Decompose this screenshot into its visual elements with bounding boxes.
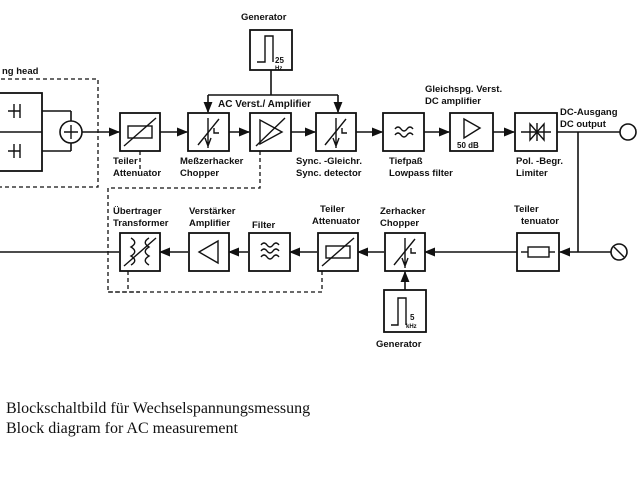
sync-detector-de: Sync. -Gleichr.	[296, 156, 362, 167]
mechanical-linkage	[107, 151, 323, 293]
transformer: Übertrager Transformer	[113, 206, 169, 272]
sync-detector-en: Sync. detector	[296, 168, 362, 179]
transformer-de: Übertrager	[113, 206, 162, 217]
attenuator-3-de: Teiler	[514, 204, 539, 215]
lowpass-de: Tiefpaß	[389, 156, 423, 167]
attenuator-2-en: Attenuator	[312, 216, 360, 227]
dc-output-en: DC output	[560, 119, 607, 130]
lowpass-filter: Tiefpaß Lowpass filter	[382, 112, 453, 179]
generator-top-label: Generator	[241, 12, 287, 23]
dc-output: DC-Ausgang DC output	[560, 107, 618, 130]
ac-amplifier-label: AC Verst./ Amplifier	[218, 99, 311, 110]
chopper-2-de: Zerhacker	[380, 206, 426, 217]
generator-top-unit: Hz	[275, 66, 282, 72]
measuring-head: ng head	[0, 66, 99, 188]
top-signal-path	[82, 123, 637, 141]
polarity-limiter: Pol. -Begr. Limiter	[514, 112, 563, 179]
generator-25hz: Generator 25 Hz AC Verst./ Amplifier	[203, 12, 343, 114]
attenuator-3-en: tenuator	[521, 216, 559, 227]
amplifier-2-en: Amplifier	[189, 218, 230, 229]
ac-amplifier	[249, 112, 292, 152]
head-label: ng head	[2, 66, 39, 77]
attenuator-1: Teiler Attenuator	[113, 112, 161, 179]
lowpass-en: Lowpass filter	[389, 168, 453, 179]
attenuator-2-de: Teiler	[320, 204, 345, 215]
limiter-en: Limiter	[516, 168, 548, 179]
attenuator-1-en: Attenuator	[113, 168, 161, 179]
attenuator-2: Teiler Attenuator	[312, 204, 360, 272]
transformer-en: Transformer	[113, 218, 169, 229]
generator-bottom-label: Generator	[376, 339, 422, 350]
amplifier-2: Verstärker Amplifier	[188, 206, 236, 272]
generator-top-freq: 25	[275, 56, 284, 65]
caption-de: Blockschaltbild für Wechselspannungsmess…	[6, 400, 310, 417]
caption-en: Block diagram for AC measurement	[6, 420, 238, 437]
dc-amplifier-en: DC amplifier	[425, 96, 481, 107]
chopper-1: Meßzerhacker Chopper	[180, 112, 244, 179]
chopper-1-en: Chopper	[180, 168, 219, 179]
dc-amplifier: Gleichspg. Verst. DC amplifier 50 dB	[425, 84, 502, 152]
generator-bottom-unit: kHz	[406, 324, 417, 330]
chopper-2: Zerhacker Chopper	[380, 206, 426, 272]
sync-detector: Sync. -Gleichr. Sync. detector	[296, 112, 362, 179]
amplifier-2-de: Verstärker	[189, 206, 236, 217]
dc-output-terminal	[619, 123, 637, 141]
generator-5khz: 5 kHz Generator	[376, 270, 427, 350]
caption: Blockschaltbild für Wechselspannungsmess…	[6, 400, 310, 437]
feedback-path	[558, 132, 628, 261]
chopper-1-de: Meßzerhacker	[180, 156, 244, 167]
dc-amplifier-de: Gleichspg. Verst.	[425, 84, 502, 95]
dc-gain-label: 50 dB	[457, 141, 479, 150]
dc-output-de: DC-Ausgang	[560, 107, 618, 118]
filter-label: Filter	[252, 220, 276, 231]
chopper-2-en: Chopper	[380, 218, 419, 229]
limiter-de: Pol. -Begr.	[516, 156, 563, 167]
generator-bottom-freq: 5	[410, 313, 415, 322]
bandpass-filter: Filter	[248, 220, 291, 272]
attenuator-1-de: Teiler	[113, 156, 138, 167]
attenuator-3: Teiler tenuator	[514, 204, 560, 272]
